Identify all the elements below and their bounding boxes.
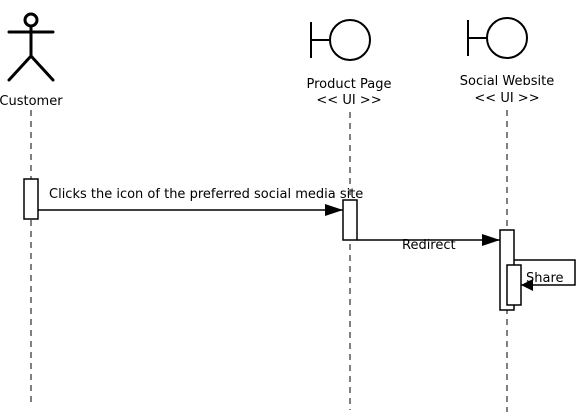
participant-name-social-website: Social Website [459,74,555,89]
activation-bar-social-website-nested [506,264,522,306]
participant-name-product-page: Product Page [306,77,392,92]
boundary-icon [310,19,371,61]
activation-bar-customer [23,178,39,220]
participant-stereotype-product-page: << UI >> [316,93,382,108]
message-arrow-share [514,259,576,291]
message-label-clicks: Clicks the icon of the preferred social … [49,187,364,202]
actor-stick-figure-icon [7,12,55,82]
participant-name-customer: Customer [0,94,63,109]
message-label-share: Share [526,271,564,286]
participant-stereotype-social-website: << UI >> [474,91,540,106]
boundary-icon [467,17,528,59]
message-label-redirect: Redirect [402,238,456,253]
activation-bar-product-page [342,199,358,241]
